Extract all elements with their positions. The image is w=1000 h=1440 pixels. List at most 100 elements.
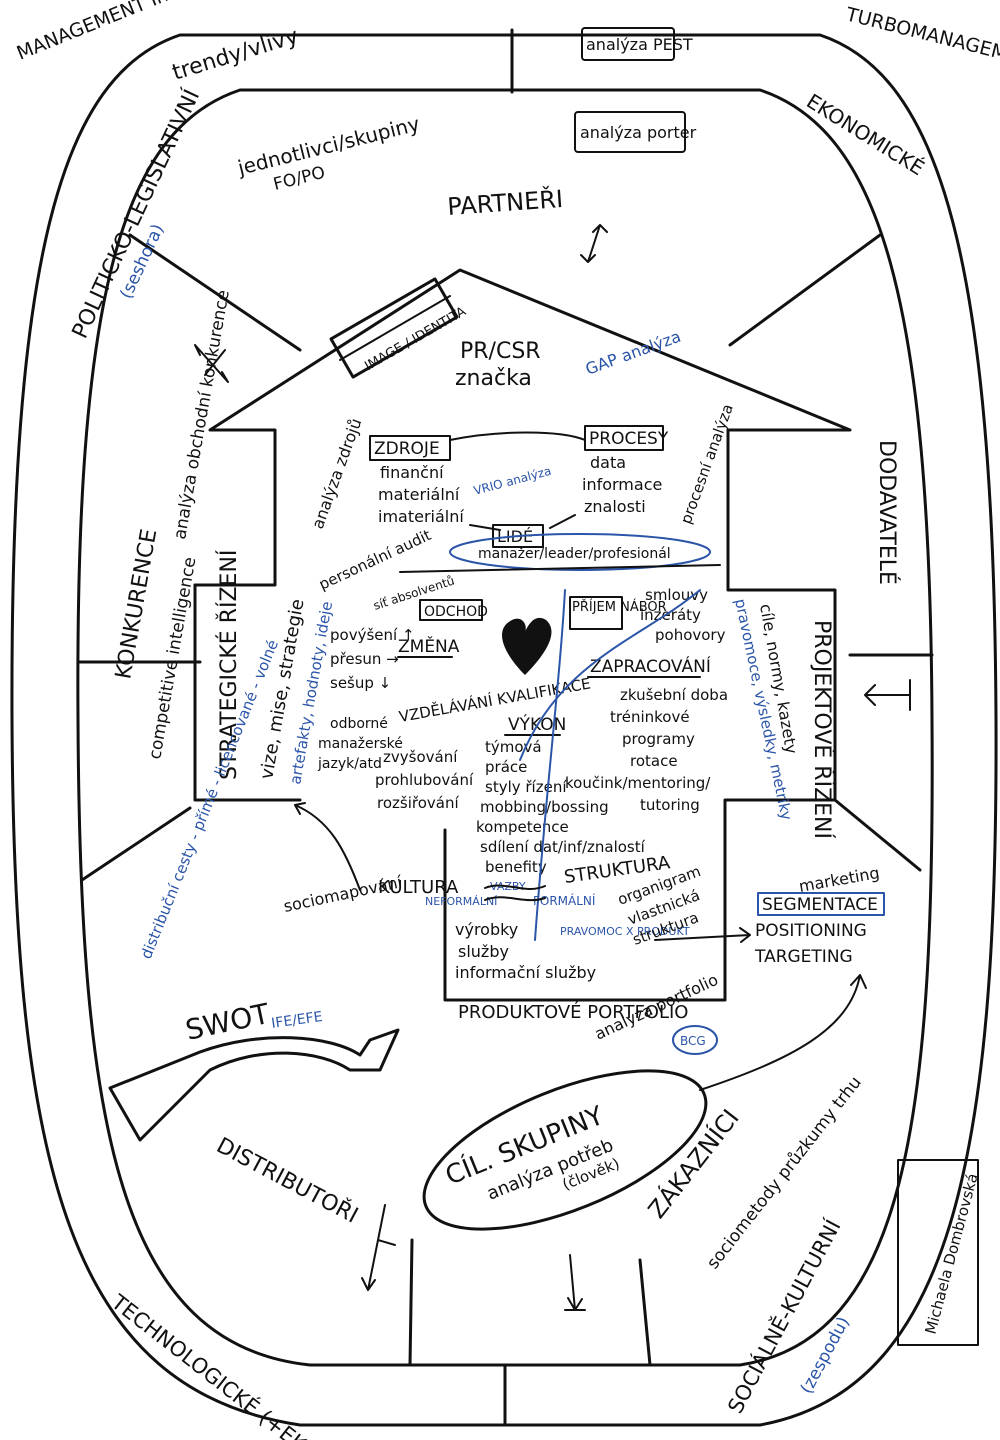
hiring-item: smlouvy <box>645 586 708 604</box>
seg-bottom-left <box>408 1238 414 1367</box>
house-left-wall <box>193 583 302 802</box>
blue-flow-line <box>534 589 566 941</box>
resources-title: ZDROJE <box>374 439 440 459</box>
swot-arrow <box>108 1028 400 1142</box>
target-groups-ellipse <box>422 1069 708 1231</box>
image-arrow <box>194 344 229 383</box>
pest-analysis-label: analýza PEST <box>586 35 693 54</box>
change-item: povýšení ↑ <box>330 626 415 644</box>
trends-label: trendy/vlivy <box>169 24 301 86</box>
people-ellipse <box>449 533 711 571</box>
performance-item: styly řízení <box>485 778 567 796</box>
culture-structure-link <box>484 884 546 902</box>
personal-audit-label: personální audit <box>316 526 434 594</box>
change-title: ZMĚNA <box>398 635 460 657</box>
turbomanagement-label: TURBOMANAGEMENT <box>843 3 1000 74</box>
hiring-item: inzeráty <box>640 606 701 624</box>
people-sub: manažer/leader/profesionál <box>478 546 671 562</box>
suppliers-arrow <box>864 679 911 711</box>
hiring-title: PŘÍJEM NÁBOR <box>572 599 667 615</box>
training-item: zvyšování <box>383 748 458 766</box>
training-left: manažerské <box>318 736 403 752</box>
inner-ring <box>76 88 934 1367</box>
training-left: odborné <box>330 716 388 732</box>
management-inbox-label: MANAGEMENT InBOX <box>14 0 208 65</box>
bcg-ellipse <box>672 1025 718 1055</box>
hiring-item: pohovory <box>655 626 726 644</box>
positioning-label: POSITIONING <box>755 921 867 941</box>
performance-item: kompetence <box>476 818 569 836</box>
individuals-label: jednotlivci/skupiny <box>234 111 422 180</box>
performance-item: sdílení dat/inf/znalostí <box>480 838 646 856</box>
resources-item: finanční <box>380 463 444 482</box>
suppliers-label: DODAVATELÉ <box>874 440 900 585</box>
sociomapping-label: sociomapování <box>282 872 404 916</box>
performance-item: práce <box>485 758 527 776</box>
image-identity-tag: IMAGE / IDENTITA <box>329 277 469 379</box>
vrio-label: VRIO analýza <box>472 464 553 498</box>
product-item: výrobky <box>455 920 518 939</box>
onboarding-item: programy <box>622 730 695 748</box>
resources-item: imateriální <box>378 507 464 526</box>
seg-low-right <box>833 798 922 872</box>
customers-arrow <box>564 1254 586 1311</box>
author-box <box>897 1159 979 1346</box>
sociometry-label: sociometody průzkumy trhu <box>703 1073 866 1273</box>
project-label: PROJEKTOVÉ ŘÍZENÍ <box>809 620 835 839</box>
blue-flow-line-2 <box>519 589 701 761</box>
resources-analysis-label: analýza zdrojů <box>308 416 366 532</box>
authority-label: PRAVOMOC X PRODUKT <box>560 925 690 938</box>
onboarding-title: ZAPRACOVÁNÍ <box>590 655 711 677</box>
product-item: služby <box>458 942 509 961</box>
bcg-label: BCG <box>680 1034 706 1048</box>
performance-item: mobbing/bossing <box>480 798 609 816</box>
training-item: rozšiřování <box>377 794 459 812</box>
processes-item: informace <box>582 475 662 494</box>
distributors-label: DISTRIBUTOŘI <box>212 1132 362 1228</box>
training-left: jazyk/atd <box>317 756 382 772</box>
porter-analysis-label: analýza porter <box>580 123 697 142</box>
performance-item: benefity <box>485 858 547 876</box>
pr-csr-label: PR/CSR <box>460 339 541 364</box>
ife-efe-label: IFE/EFE <box>270 1009 323 1032</box>
economic-label: EKONOMICKÉ <box>802 89 928 180</box>
outer-ring <box>10 33 998 1427</box>
brand-label: značka <box>455 366 532 391</box>
seg-top-right <box>728 233 882 347</box>
political-label: POLITICKO-LEGISLATIVNÍ <box>67 86 205 343</box>
author-label: Michaela Dombrovská <box>921 1171 981 1336</box>
people-baseline <box>399 564 721 573</box>
onboarding-item: tutoring <box>640 796 700 814</box>
seg-bottom-right <box>638 1258 652 1367</box>
resources-processes-link <box>449 431 586 441</box>
marketing-label: marketing <box>797 863 881 896</box>
processes-item: znalosti <box>584 497 646 516</box>
segmentation-label: SEGMENTACE <box>762 895 878 915</box>
seg-low-left <box>80 806 192 882</box>
change-item: přesun → <box>330 650 399 668</box>
training-item: prohlubování <box>375 771 474 789</box>
onboarding-item: zkušební doba <box>620 686 728 704</box>
partners-arrow <box>580 224 608 263</box>
segmentation-box <box>757 892 885 916</box>
competition-label: KONKURENCE <box>111 527 162 681</box>
onboarding-item: tréninkové <box>610 708 690 726</box>
resources-box <box>369 435 451 461</box>
porter-box <box>574 111 686 153</box>
distributors-arrow <box>361 1204 396 1291</box>
product-item: informační služby <box>455 963 596 982</box>
onboarding-item: koučink/mentoring/ <box>565 774 711 792</box>
performance-item: týmová <box>485 738 542 756</box>
processes-box <box>584 425 664 451</box>
onboarding-item: rotace <box>630 752 678 770</box>
portfolio-label: PRODUKTOVÉ PORTFOLIO <box>458 1001 688 1023</box>
culture-label: KULTURA <box>378 877 459 898</box>
targeting-label: TARGETING <box>754 947 853 967</box>
informal-label: NEFORMÁLNÍ <box>425 895 497 908</box>
targeting-arrow <box>699 974 867 1091</box>
image-identity-label: IMAGE / IDENTITA <box>362 304 468 374</box>
heart-icon <box>502 617 552 675</box>
house-outline <box>193 268 852 1002</box>
leaving-title: ODCHOD <box>424 604 488 620</box>
